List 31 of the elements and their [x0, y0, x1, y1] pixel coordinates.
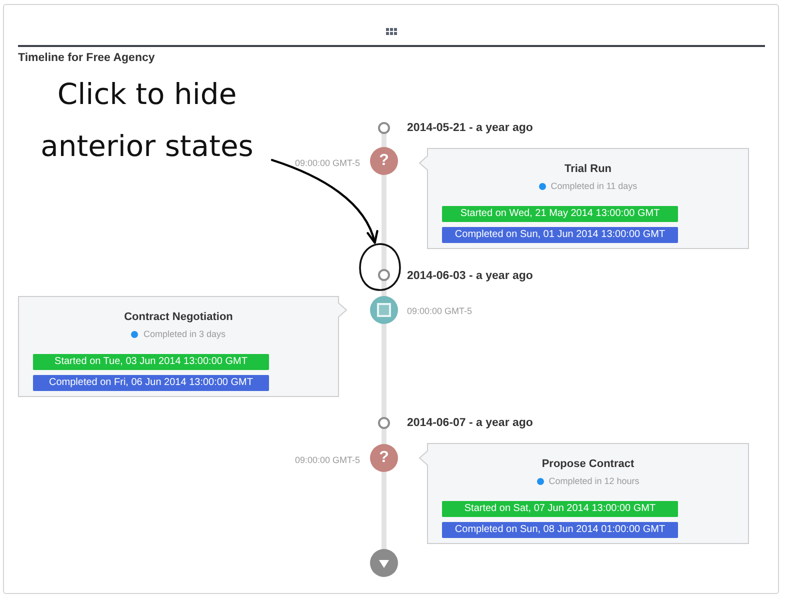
- timeline-line: [382, 470, 386, 552]
- timeline-line: [382, 278, 386, 298]
- start-date-bar: Started on Wed, 21 May 2014 13:00:00 GMT: [442, 206, 678, 222]
- time-label: 09:00:00 GMT-5: [407, 305, 472, 317]
- handwritten-note: Click to hide anterior states: [22, 68, 272, 172]
- time-label: 09:00:00 GMT-5: [294, 454, 360, 466]
- event-card: [419, 443, 749, 544]
- card-title: Contract Negotiation: [123, 310, 234, 324]
- highlight-circle: [358, 242, 402, 292]
- event-card: [419, 148, 749, 249]
- start-date-bar: Started on Tue, 03 Jun 2014 13:00:00 GMT: [33, 354, 269, 370]
- completion-date-bar: Completed on Fri, 06 Jun 2014 13:00:00 GMT: [33, 375, 269, 391]
- card-title: Trial Run: [563, 162, 613, 176]
- card-title: Propose Contract: [540, 457, 636, 471]
- timeline-line: [382, 172, 386, 272]
- duration-text: Completed in 3 days: [143, 328, 226, 341]
- date-label: 2014-06-07 - a year ago: [407, 416, 533, 431]
- annotation-arrow: [270, 158, 378, 244]
- duration-text: Completed in 12 hours: [548, 475, 640, 488]
- timeline-line: [382, 322, 386, 420]
- date-label: 2014-05-21 - a year ago: [407, 121, 533, 136]
- duration-text: Completed in 11 days: [550, 180, 638, 193]
- timeline-line: [382, 132, 386, 150]
- completion-date-bar: Completed on Sun, 08 Jun 2014 01:00:00 GMT: [442, 522, 678, 538]
- date-label: 2014-06-03 - a year ago: [407, 269, 533, 284]
- completion-date-bar: Completed on Sun, 01 Jun 2014 13:00:00 GMT: [442, 227, 678, 243]
- event-card: [18, 296, 347, 397]
- timeline-title: Timeline for Free Agency: [18, 51, 155, 66]
- start-date-bar: Started on Sat, 07 Jun 2014 13:00:00 GMT: [442, 501, 678, 517]
- timeline-line: [382, 426, 386, 446]
- time-label: 09:00:00 GMT-5: [294, 157, 360, 169]
